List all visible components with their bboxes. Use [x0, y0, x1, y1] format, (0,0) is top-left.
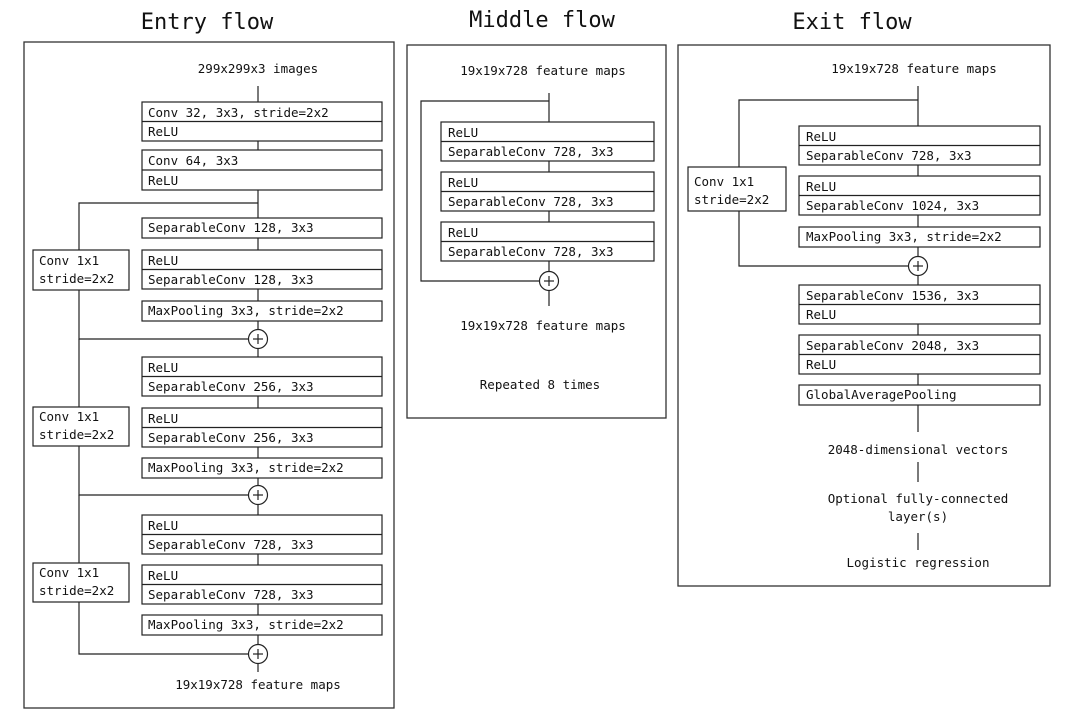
entry-add-node-1 [247, 328, 269, 350]
svg-text:SeparableConv 2048, 3x3: SeparableConv 2048, 3x3 [806, 338, 979, 353]
svg-text:Conv 64, 3x3: Conv 64, 3x3 [148, 153, 238, 168]
entry-block-7: ReLU SeparableConv 256, 3x3 [141, 407, 383, 448]
svg-text:Conv 1x1: Conv 1x1 [39, 565, 99, 580]
optional-fc-label-line-1: Optional fully-connected [828, 491, 1009, 506]
middle-block-2: ReLU SeparableConv 728, 3x3 [440, 171, 655, 212]
svg-text:ReLU: ReLU [806, 307, 836, 322]
entry-add-node-3 [247, 643, 269, 665]
entry-flow-title: Entry flow [141, 10, 274, 35]
svg-text:SeparableConv 728, 3x3: SeparableConv 728, 3x3 [148, 537, 314, 552]
svg-text:ReLU: ReLU [448, 125, 478, 140]
svg-text:Conv 32, 3x3, stride=2x2: Conv 32, 3x3, stride=2x2 [148, 105, 329, 120]
svg-text:SeparableConv 256, 3x3: SeparableConv 256, 3x3 [148, 379, 314, 394]
svg-text:stride=2x2: stride=2x2 [39, 427, 114, 442]
exit-block-5: SeparableConv 2048, 3x3 ReLU [798, 334, 1041, 375]
entry-add-node-2 [247, 484, 269, 506]
middle-block-1: ReLU SeparableConv 728, 3x3 [440, 121, 655, 162]
exit-flow-title: Exit flow [792, 10, 912, 35]
residual-branch-3-bottom [78, 602, 249, 655]
middle-input-label: 19x19x728 feature maps [460, 63, 626, 78]
repeat-note: Repeated 8 times [480, 377, 600, 392]
exit-flow: 19x19x728 feature maps ReLU SeparableCon… [687, 61, 1041, 570]
entry-flow-panel [23, 41, 395, 709]
entry-block-10: ReLU SeparableConv 728, 3x3 [141, 564, 383, 605]
exit-block-2: ReLU SeparableConv 1024, 3x3 [798, 175, 1041, 216]
entry-block-8: MaxPooling 3x3, stride=2x2 [141, 457, 383, 479]
exit-block-1: ReLU SeparableConv 728, 3x3 [798, 125, 1041, 166]
entry-block-6: ReLU SeparableConv 256, 3x3 [141, 356, 383, 397]
exit-block-3: MaxPooling 3x3, stride=2x2 [798, 226, 1041, 248]
entry-block-1: Conv 32, 3x3, stride=2x2 ReLU [141, 101, 383, 142]
entry-output-label: 19x19x728 feature maps [175, 677, 341, 692]
svg-text:ReLU: ReLU [806, 129, 836, 144]
middle-flow-title: Middle flow [469, 8, 615, 33]
exit-block-4: SeparableConv 1536, 3x3 ReLU [798, 284, 1041, 325]
svg-text:SeparableConv 728, 3x3: SeparableConv 728, 3x3 [448, 194, 614, 209]
svg-text:Conv 1x1: Conv 1x1 [694, 174, 754, 189]
middle-add-node [538, 270, 560, 292]
entry-skip-conv-2: Conv 1x1 stride=2x2 [32, 406, 130, 447]
exit-add-node [907, 255, 929, 277]
svg-text:SeparableConv 728, 3x3: SeparableConv 728, 3x3 [448, 144, 614, 159]
entry-block-11: MaxPooling 3x3, stride=2x2 [141, 614, 383, 636]
entry-block-5: MaxPooling 3x3, stride=2x2 [141, 300, 383, 322]
svg-text:Conv 1x1: Conv 1x1 [39, 253, 99, 268]
exit-residual-branch-top [738, 99, 918, 167]
svg-text:ReLU: ReLU [148, 360, 178, 375]
residual-branch-1-top [78, 202, 258, 250]
entry-block-3: SeparableConv 128, 3x3 [141, 217, 383, 239]
exit-residual-branch-bottom [738, 211, 908, 267]
svg-text:SeparableConv 128, 3x3: SeparableConv 128, 3x3 [148, 220, 314, 235]
entry-block-4: ReLU SeparableConv 128, 3x3 [141, 249, 383, 290]
entry-block-2: Conv 64, 3x3 ReLU [141, 149, 383, 191]
svg-text:ReLU: ReLU [806, 357, 836, 372]
svg-text:MaxPooling 3x3, stride=2x2: MaxPooling 3x3, stride=2x2 [806, 229, 1002, 244]
middle-output-label: 19x19x728 feature maps [460, 318, 626, 333]
vectors-label: 2048-dimensional vectors [828, 442, 1009, 457]
svg-text:SeparableConv 1536, 3x3: SeparableConv 1536, 3x3 [806, 288, 979, 303]
entry-skip-conv-3: Conv 1x1 stride=2x2 [32, 562, 130, 603]
svg-text:stride=2x2: stride=2x2 [39, 583, 114, 598]
entry-input-label: 299x299x3 images [198, 61, 318, 76]
middle-flow: 19x19x728 feature maps ReLU SeparableCon… [420, 63, 655, 392]
exit-flow-panel [677, 44, 1051, 587]
svg-text:ReLU: ReLU [448, 175, 478, 190]
svg-text:ReLU: ReLU [148, 568, 178, 583]
svg-text:GlobalAveragePooling: GlobalAveragePooling [806, 387, 957, 402]
exit-skip-conv: Conv 1x1 stride=2x2 [687, 166, 787, 212]
svg-text:MaxPooling 3x3, stride=2x2: MaxPooling 3x3, stride=2x2 [148, 303, 344, 318]
optional-fc-label-line-2: layer(s) [888, 509, 948, 524]
entry-skip-conv-1: Conv 1x1 stride=2x2 [32, 249, 130, 291]
svg-text:MaxPooling 3x3, stride=2x2: MaxPooling 3x3, stride=2x2 [148, 460, 344, 475]
middle-block-3: ReLU SeparableConv 728, 3x3 [440, 221, 655, 262]
exit-input-label: 19x19x728 feature maps [831, 61, 997, 76]
svg-text:ReLU: ReLU [148, 253, 178, 268]
svg-text:SeparableConv 728, 3x3: SeparableConv 728, 3x3 [148, 587, 314, 602]
exit-block-6: GlobalAveragePooling [798, 384, 1041, 406]
svg-text:ReLU: ReLU [806, 179, 836, 194]
svg-text:Conv 1x1: Conv 1x1 [39, 409, 99, 424]
logistic-regression-label: Logistic regression [847, 555, 990, 570]
svg-text:ReLU: ReLU [148, 173, 178, 188]
svg-text:SeparableConv 728, 3x3: SeparableConv 728, 3x3 [448, 244, 614, 259]
middle-residual-branch [420, 100, 549, 282]
svg-text:ReLU: ReLU [148, 124, 178, 139]
svg-text:SeparableConv 1024, 3x3: SeparableConv 1024, 3x3 [806, 198, 979, 213]
svg-text:SeparableConv 728, 3x3: SeparableConv 728, 3x3 [806, 148, 972, 163]
svg-text:SeparableConv 256, 3x3: SeparableConv 256, 3x3 [148, 430, 314, 445]
svg-text:ReLU: ReLU [448, 225, 478, 240]
svg-text:SeparableConv 128, 3x3: SeparableConv 128, 3x3 [148, 272, 314, 287]
svg-text:ReLU: ReLU [148, 518, 178, 533]
svg-text:ReLU: ReLU [148, 411, 178, 426]
entry-block-9: ReLU SeparableConv 728, 3x3 [141, 514, 383, 555]
svg-text:MaxPooling 3x3, stride=2x2: MaxPooling 3x3, stride=2x2 [148, 617, 344, 632]
entry-flow: 299x299x3 images Conv 32, 3x3, stride=2x… [32, 61, 383, 692]
middle-flow-panel [406, 44, 667, 419]
svg-text:stride=2x2: stride=2x2 [39, 271, 114, 286]
svg-text:stride=2x2: stride=2x2 [694, 192, 769, 207]
